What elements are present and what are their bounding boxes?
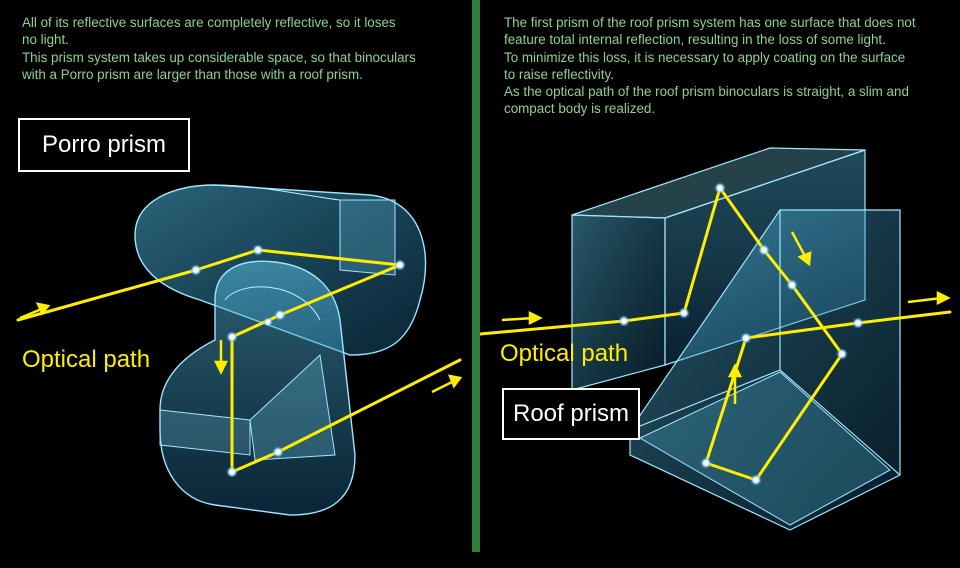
porro-description-line-3: This prism system takes up considerable … (22, 49, 416, 65)
roof-panel: The first prism of the roof prism system… (480, 0, 960, 568)
roof-optical-path-label: Optical path (500, 340, 629, 367)
roof-description-line-4: to raise reflectivity. (504, 66, 614, 82)
porro-description: All of its reflective surfaces are compl… (22, 14, 462, 83)
roof-description-line-1: The first prism of the roof prism system… (504, 15, 916, 30)
porro-title: Porro prism (18, 118, 190, 172)
porro-description-line-4: with a Porro prism are larger than those… (22, 66, 363, 82)
porro-reflection-points (190, 244, 406, 478)
roof-description-line-6: compact body is realized. (504, 101, 656, 117)
roof-description-line-3: To minimize this loss, it is necessary t… (504, 49, 906, 65)
porro-prism-illustration (16, 184, 463, 516)
roof-prism-illustration (480, 147, 952, 531)
porro-optical-path-label: Optical path (22, 346, 151, 373)
panel-divider (472, 0, 480, 552)
porro-lower-prism (159, 260, 356, 516)
roof-lower-prism (629, 209, 901, 531)
porro-description-line-1: All of its reflective surfaces are compl… (22, 15, 396, 30)
porro-panel: All of its reflective surfaces are compl… (0, 0, 472, 568)
porro-description-line-2: no light. (22, 32, 69, 48)
roof-description-line-5: As the optical path of the roof prism bi… (504, 84, 909, 100)
roof-description-line-2: feature total internal reflection, resul… (504, 32, 886, 48)
porro-optical-path (16, 248, 462, 474)
roof-direction-arrows (501, 231, 951, 404)
porro-direction-arrows (19, 302, 463, 394)
roof-title: Roof prism (502, 388, 640, 440)
roof-description: The first prism of the roof prism system… (504, 14, 954, 118)
roof-optical-path (480, 186, 952, 482)
roof-reflection-points (618, 182, 864, 486)
